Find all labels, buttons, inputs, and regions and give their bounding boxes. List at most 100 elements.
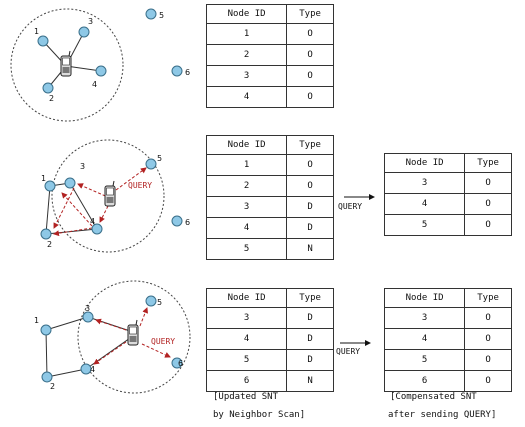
node-id-cell: 5 bbox=[383, 349, 466, 371]
caption-updated-snt-line1: [Updated SNT bbox=[213, 392, 279, 402]
node-id-cell: 3 bbox=[383, 172, 466, 194]
radio-range-circle bbox=[10, 8, 124, 122]
column-header-type: Type bbox=[286, 288, 334, 308]
node-circle bbox=[145, 8, 157, 20]
node-1: 1 bbox=[34, 316, 52, 336]
column-header-node-id: Node ID bbox=[205, 288, 288, 308]
type-cell: D bbox=[286, 349, 334, 371]
type-cell: D bbox=[286, 307, 334, 329]
column-header-node-id: Node ID bbox=[205, 135, 288, 155]
node-4: 4 bbox=[92, 65, 107, 89]
query-arrow-label: QUERY bbox=[338, 202, 363, 211]
type-cell: O bbox=[286, 23, 334, 45]
node-circle bbox=[171, 215, 183, 227]
query-red-label: QUERY bbox=[128, 181, 152, 190]
node-6-label: 6 bbox=[185, 218, 190, 227]
node-1-label: 1 bbox=[34, 316, 39, 325]
node-id-cell: 6 bbox=[205, 370, 288, 392]
node-3: 3 bbox=[64, 162, 85, 189]
node-circle bbox=[145, 295, 157, 307]
type-cell: O bbox=[464, 370, 512, 392]
node-id-cell: 3 bbox=[383, 307, 466, 329]
node-circle bbox=[64, 177, 76, 189]
node-1: 1 bbox=[34, 27, 49, 47]
node-id-cell: 3 bbox=[205, 65, 288, 87]
node-5: 5 bbox=[145, 8, 164, 20]
node-id-cell: 5 bbox=[383, 214, 466, 236]
node-5-label: 5 bbox=[157, 154, 162, 163]
caption-compensated-snt-line1: [Compensated SNT bbox=[390, 392, 477, 402]
node-id-cell: 4 bbox=[205, 328, 288, 350]
node-id-cell: 4 bbox=[383, 328, 466, 350]
node-circle bbox=[171, 357, 183, 369]
phone-icon bbox=[127, 319, 139, 346]
type-cell: D bbox=[286, 196, 334, 218]
node-2: 2 bbox=[40, 228, 52, 249]
type-cell: D bbox=[286, 217, 334, 239]
node-circle bbox=[82, 311, 94, 323]
type-cell: O bbox=[464, 349, 512, 371]
node-4: 4 bbox=[90, 217, 103, 235]
node-1-label: 1 bbox=[34, 27, 39, 36]
node-6: 6 bbox=[171, 215, 190, 227]
node-4-label: 4 bbox=[92, 80, 97, 89]
node-2-label: 2 bbox=[50, 382, 55, 391]
type-cell: O bbox=[464, 214, 512, 236]
panel-3-network: QUERY 1 2 3 4 5 6 bbox=[34, 280, 191, 394]
type-cell: O bbox=[286, 86, 334, 108]
node-4: 4 bbox=[80, 363, 95, 375]
node-5-label: 5 bbox=[159, 11, 164, 20]
node-1-label: 1 bbox=[41, 174, 46, 183]
node-id-cell: 2 bbox=[205, 175, 288, 197]
column-header-node-id: Node ID bbox=[205, 4, 288, 24]
node-3: 3 bbox=[78, 17, 93, 38]
node-id-cell: 1 bbox=[205, 154, 288, 176]
node-id-cell: 3 bbox=[205, 196, 288, 218]
type-cell: D bbox=[286, 328, 334, 350]
type-cell: O bbox=[286, 175, 334, 197]
node-id-cell: 2 bbox=[205, 44, 288, 66]
node-id-cell: 4 bbox=[205, 217, 288, 239]
type-cell: O bbox=[464, 328, 512, 350]
phone-icon bbox=[60, 50, 72, 77]
node-circle bbox=[42, 82, 54, 94]
caption-updated-snt-line2: by Neighbor Scan] bbox=[213, 410, 306, 420]
node-circle bbox=[44, 180, 56, 192]
node-id-cell: 1 bbox=[205, 23, 288, 45]
node-circle bbox=[78, 26, 90, 38]
node-3-label: 3 bbox=[88, 17, 93, 26]
node-id-cell: 5 bbox=[205, 349, 288, 371]
node-6-label: 6 bbox=[178, 359, 183, 368]
node-3-label: 3 bbox=[80, 162, 85, 171]
caption-compensated-snt-line2: after sending QUERY] bbox=[388, 410, 497, 420]
column-header-type: Type bbox=[286, 135, 334, 155]
type-cell: O bbox=[464, 307, 512, 329]
node-circle bbox=[145, 158, 157, 170]
node-circle bbox=[40, 324, 52, 336]
panel-2-network: QUERY 1 2 3 4 5 6 bbox=[40, 139, 190, 253]
node-3-label: 3 bbox=[85, 304, 90, 313]
type-cell: O bbox=[286, 154, 334, 176]
type-cell: O bbox=[464, 193, 512, 215]
type-cell: O bbox=[286, 65, 334, 87]
node-2-label: 2 bbox=[47, 240, 52, 249]
